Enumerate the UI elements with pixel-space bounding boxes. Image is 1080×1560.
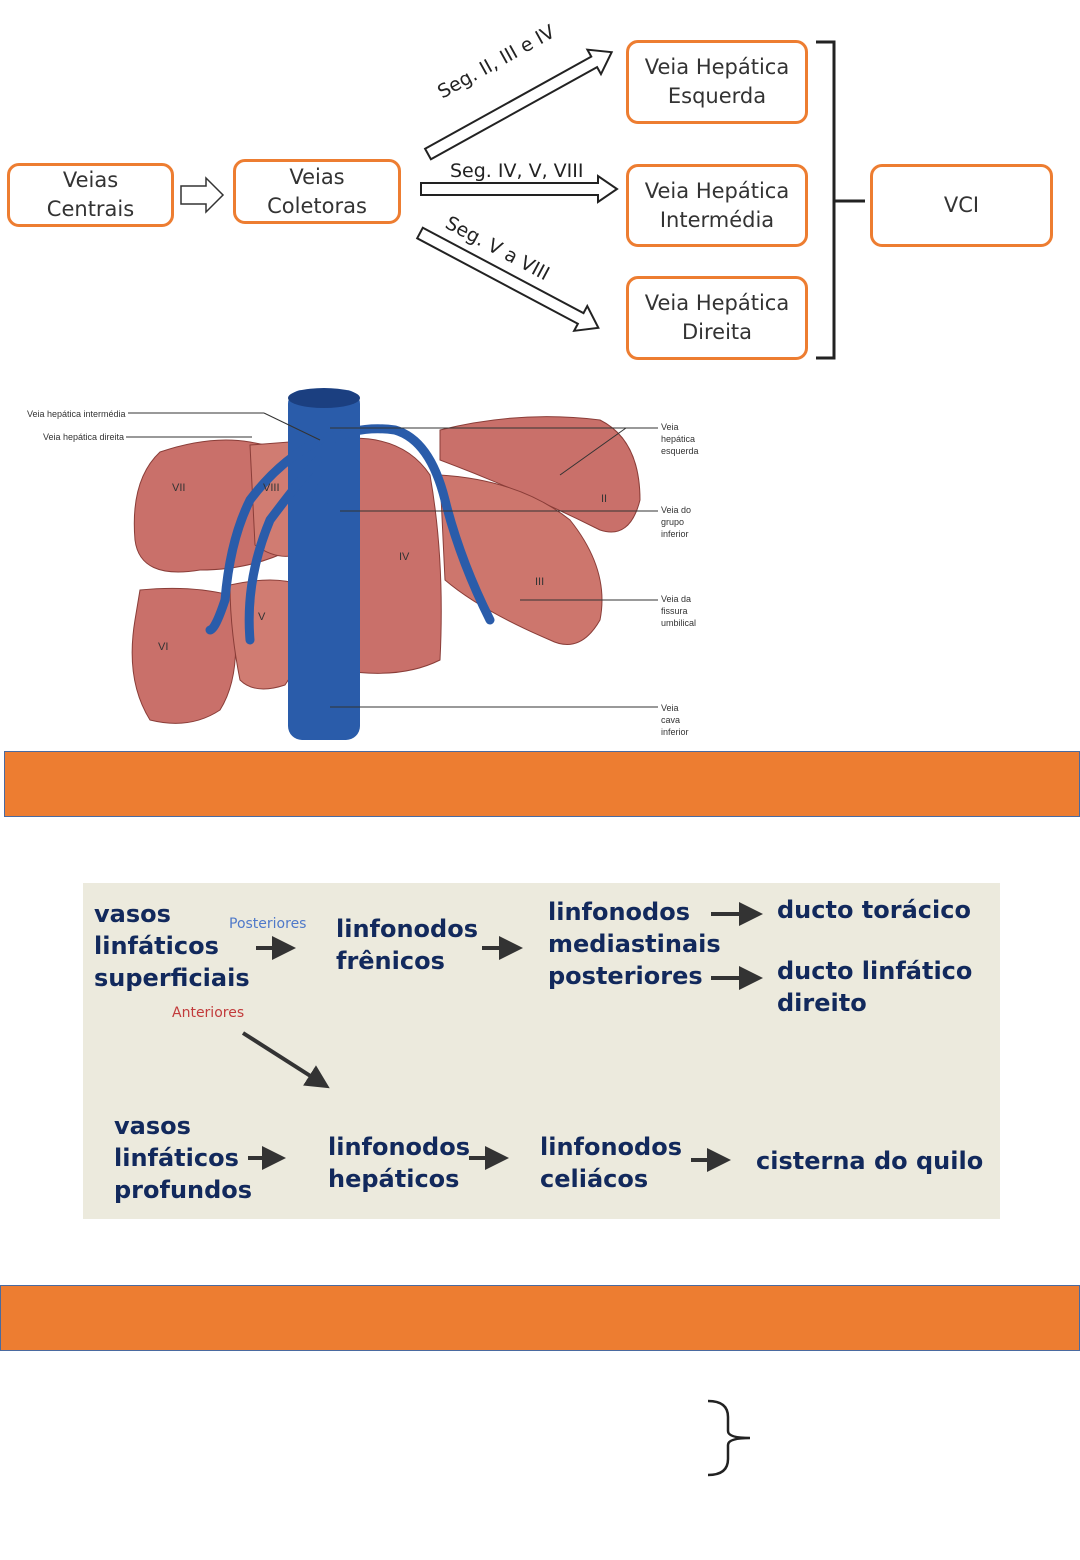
vasos-superficiais-text: vasos linfáticos superficiais	[94, 900, 250, 992]
linfonodos-hepaticos-text: linfonodos hepáticos	[328, 1133, 470, 1193]
veias-centrais-box: Veias Centrais	[7, 163, 174, 227]
ducto-toracico-text: ducto torácico	[777, 896, 971, 924]
segment-vi-label: VI	[158, 641, 169, 653]
linfonodos-frenicos-text: linfonodos frênicos	[336, 915, 478, 975]
hepatic-vein-branches	[205, 424, 495, 645]
veias-coletoras-box: Veias Coletoras	[233, 159, 401, 224]
lymph-arrows	[241, 902, 763, 1172]
seg-middle-label: Seg. IV, V, VIII	[450, 160, 584, 182]
posteriores-label: Posteriores	[229, 916, 307, 932]
liver-illustration	[126, 388, 658, 740]
curly-brace-icon	[707, 1399, 751, 1477]
segment-iv-label: IV	[399, 551, 410, 563]
arrow-seg-middle-icon	[420, 174, 619, 204]
block-arrow-icon	[180, 176, 225, 214]
leader-lines	[126, 412, 658, 708]
liver-segments	[131, 416, 641, 724]
linfonodos-celiacos-text: linfonodos celiácos	[540, 1133, 682, 1193]
segment-vii-label: VII	[172, 482, 186, 494]
section-bar-2	[0, 1285, 1080, 1351]
label-veia-hepatica-direita: Veia hepática direita	[43, 432, 125, 442]
label-veia-hepatica-esquerda: Veia hepática esquerda	[661, 422, 699, 456]
label-veia-fissura-umbilical: Veia da fissura umbilical	[661, 594, 697, 628]
lymph-arrow-icons	[241, 902, 763, 1172]
ducto-linfatico-text: ducto linfático direito	[777, 957, 973, 1017]
lymph-panel: vasos linfáticos superficiais Posteriore…	[83, 883, 1000, 1219]
linfonodos-mediastinais-text: linfonodos mediastinais posteriores	[548, 898, 721, 990]
cisterna-text: cisterna do quilo	[756, 1147, 984, 1175]
segment-ii-label: II	[601, 493, 608, 505]
veia-hepatica-esquerda-box: Veia Hepática Esquerda	[626, 40, 808, 124]
bracket-icon	[816, 40, 865, 360]
segment-iii-label: III	[535, 576, 545, 588]
veia-hepatica-direita-box: Veia Hepática Direita	[626, 276, 808, 360]
vci-box: VCI	[870, 164, 1053, 247]
label-veia-hepatica-intermedia: Veia hepática intermédia	[27, 409, 126, 419]
segment-viii-label: VIII	[263, 482, 280, 494]
vena-cava-shape	[288, 390, 360, 740]
label-veia-grupo-inferior: Veia do grupo inferior	[661, 505, 692, 539]
section-bar-1	[4, 751, 1080, 817]
anteriores-label: Anteriores	[172, 1005, 245, 1021]
vasos-profundos-text: vasos linfáticos profundos	[114, 1112, 253, 1204]
label-veia-cava-inferior: Veia cava inferior	[661, 703, 689, 737]
segment-v-label: V	[258, 611, 266, 623]
arrow-seg-upper-icon	[423, 48, 614, 161]
arrow-seg-lower-icon	[415, 226, 600, 333]
segment-vi-shape	[131, 587, 237, 724]
flow-arrows	[180, 40, 865, 360]
veia-hepatica-intermedia-box: Veia Hepática Intermédia	[626, 164, 808, 247]
